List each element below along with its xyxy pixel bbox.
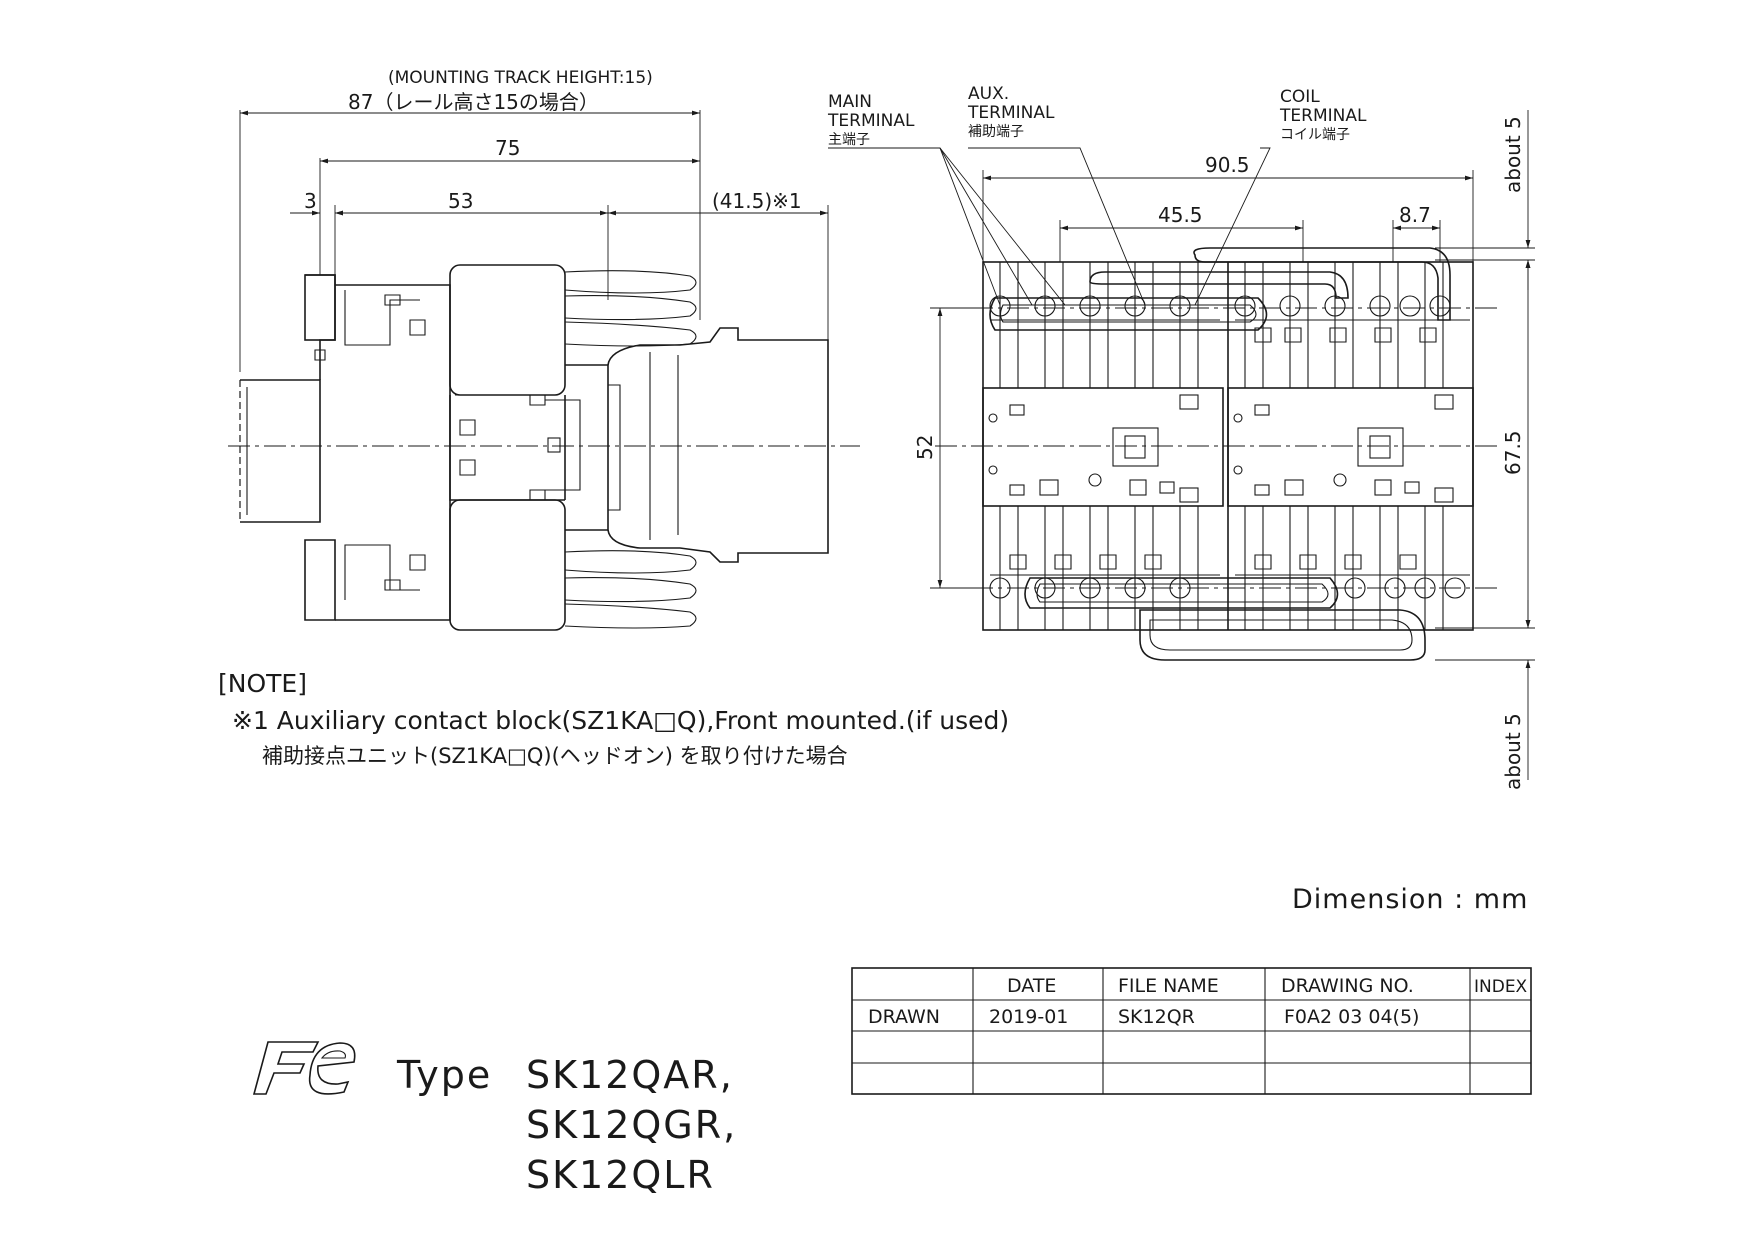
terminal-screws-top xyxy=(989,295,1451,317)
unit-label: Dimension : mm xyxy=(1292,884,1528,915)
terminal-pillars xyxy=(990,262,1470,630)
title-header-date: DATE xyxy=(1007,975,1056,997)
dim-3-label: 3 xyxy=(304,189,317,213)
front-view-dimensions xyxy=(828,110,1535,780)
aux-terminal-label-1: AUX. xyxy=(968,84,1009,104)
main-terminal-label-1: MAIN xyxy=(828,92,872,112)
dim-53-label: 53 xyxy=(448,189,473,213)
dim-8-7-label: 8.7 xyxy=(1399,203,1431,227)
front-view xyxy=(828,110,1535,780)
note-line-2-jp: 補助接点ユニット(SZ1KA□Q)(ヘッドオン) を取り付けた場合 xyxy=(262,744,848,768)
coil-terminal-label-2: TERMINAL xyxy=(1279,106,1367,126)
type-label: Type xyxy=(396,1053,492,1097)
side-view xyxy=(228,110,860,631)
note-line-1: ※1 Auxiliary contact block(SZ1KA□Q),Fron… xyxy=(232,706,1009,735)
dim-track-height-label: (MOUNTING TRACK HEIGHT:15) xyxy=(388,68,653,88)
interlock-wiring-top xyxy=(989,247,1451,331)
interlock-wiring-bottom xyxy=(1024,577,1426,661)
aux-terminal-label-2: TERMINAL xyxy=(967,103,1055,123)
title-header-index: INDEX xyxy=(1474,977,1528,997)
fuji-electric-logo xyxy=(252,1041,356,1095)
title-header-drawing-no: DRAWING NO. xyxy=(1281,975,1414,997)
title-block xyxy=(851,967,1532,1095)
dim-41-5-label: (41.5)※1 xyxy=(712,189,802,213)
dim-75-label: 75 xyxy=(495,136,520,160)
dim-52-label: 52 xyxy=(913,435,937,460)
dim-about5-top-label: about 5 xyxy=(1501,116,1525,193)
type-model-2: SK12QGR, xyxy=(526,1103,737,1147)
type-model-3: SK12QLR xyxy=(526,1153,715,1197)
title-cell-drawing-no: F0A2 03 04(5) xyxy=(1284,1006,1419,1028)
dim-45-5-label: 45.5 xyxy=(1158,203,1203,227)
dim-87-label: 87（レール高さ15の場合） xyxy=(348,90,599,114)
main-terminal-label-2: TERMINAL xyxy=(827,111,915,131)
type-model-1: SK12QAR, xyxy=(526,1053,734,1097)
dim-about5-bottom-label: about 5 xyxy=(1501,713,1525,790)
title-cell-drawn: DRAWN xyxy=(868,1006,940,1028)
dim-90-5-label: 90.5 xyxy=(1205,153,1250,177)
title-cell-date: 2019-01 xyxy=(989,1006,1068,1028)
main-terminal-label-jp: 主端子 xyxy=(828,132,870,148)
dim-67-5-label: 67.5 xyxy=(1501,430,1525,475)
coil-terminal-label-jp: コイル端子 xyxy=(1280,127,1350,143)
coil-terminal-label-1: COIL xyxy=(1280,87,1320,107)
side-view-dimensions xyxy=(228,110,860,447)
note-heading: [NOTE] xyxy=(218,669,307,698)
title-cell-file-name: SK12QR xyxy=(1118,1006,1195,1028)
aux-terminal-label-jp: 補助端子 xyxy=(968,124,1024,140)
title-header-file-name: FILE NAME xyxy=(1118,975,1219,997)
